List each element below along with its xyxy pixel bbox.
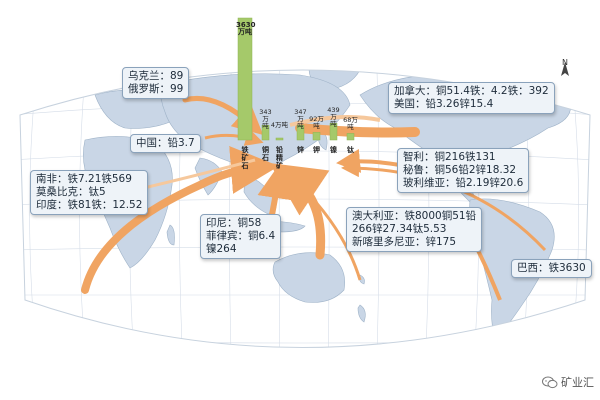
flow-usa [289,114,381,127]
watermark-text: 矿业汇 [561,376,594,389]
box-indonesia: 印尼：铜58 菲律宾：铜6.4 镍264 [200,214,282,259]
meridian-line [79,70,89,348]
meridian-line [29,70,41,348]
parallel-line [20,70,590,71]
box-line: 中国：铅3.7 [136,137,195,149]
mineral-label: 钛 [347,146,354,154]
bar-5 [329,123,338,141]
box-brazil: 巴西：铁3630 [511,259,592,278]
north-arrow-icon [561,62,569,76]
box-line: 秘鲁：铜56铅2锌18.32 [403,164,517,176]
compass-label: N [562,58,568,67]
bar-value-label: 3630 万吨 [236,21,256,36]
box-south-america: 智利：铜216铁131 秘鲁：铜56铅2锌18.32 玻利维亚：铅2.19锌20… [397,148,530,193]
flow-canada [295,123,420,138]
box-canada-us: 加拿大：铜51.4铁：4.2铁：392 美国：铅3.26锌15.4 [388,82,555,114]
mineral-label: 钾 [313,146,320,154]
madagascar [166,224,175,246]
box-line: 澳大利亚：铁8000铜51铅 [352,210,477,222]
bar-value-label: 347万 吨 [294,108,307,131]
box-line: 巴西：铁3630 [517,262,586,274]
box-line: 乌克兰：89 [128,70,184,82]
box-line: 美国：铅3.26锌15.4 [394,98,494,110]
bar-6 [346,133,355,141]
bar-1 [261,124,270,141]
box-line: 镍264 [206,243,237,255]
box-line: 智利：铜216铁131 [403,151,496,163]
mineral-label: 镍 [330,146,337,154]
mineral-label: 铜 石 [262,146,269,162]
bar-2 [275,137,284,141]
box-line: 印度：铁81铁：12.52 [36,199,143,211]
new-zealand [357,304,366,323]
mineral-label: 铁 矿 石 [241,146,249,170]
box-line: 莫桑比克：钛5 [36,186,106,198]
box-china: 中国：铅3.7 [130,134,201,153]
bar-3 [296,124,305,141]
box-australia: 澳大利亚：铁8000铜51铅 266锌27.34钛5.53 新喀里多尼亚：锌17… [346,207,483,252]
globe-outline [19,69,591,348]
box-line: 玻利维亚：铅2.19锌20.6 [403,177,524,189]
flow-africa [81,145,279,294]
meridian-line [567,70,579,348]
box-line: 266锌27.34钛5.53 [352,223,447,235]
box-line: 加拿大：铜51.4铁：4.2铁：392 [394,85,549,97]
box-africa: 南非：铁7.21铁569 莫桑比克：钛5 印度：铁81铁：12.52 [30,170,149,215]
box-line: 南非：铁7.21铁569 [36,173,132,185]
mineral-label: 锌 [297,146,304,154]
box-line: 菲律宾：铜6.4 [206,230,276,242]
flow-south-america-west [336,148,401,173]
bar-value-label: 4万吨 [270,121,289,129]
bar-value-label: 68万 吨 [343,116,358,132]
bar-value-label: 439万 吨 [327,106,340,129]
bar-value-label: 343万 吨 [259,108,272,131]
india [194,157,223,196]
box-ukraine-russia: 乌克兰：89 俄罗斯：99 [122,67,190,99]
bar-0 [237,17,253,141]
bar-value-label: 92万 吨 [309,115,324,131]
box-line: 俄罗斯：99 [128,83,184,95]
mineral-label: 铅 精 矿 [276,146,283,170]
wechat-icon [542,376,558,388]
box-line: 印尼：铜58 [206,217,262,229]
bar-4 [312,132,321,141]
flow-new-caledonia [298,183,362,281]
import-volume-bars [237,17,355,141]
flow-australia [269,163,330,260]
watermark: 矿业汇 [542,374,594,390]
box-line: 新喀里多尼亚：锌175 [352,236,457,248]
parallel-line [20,339,590,344]
australia [272,252,345,303]
